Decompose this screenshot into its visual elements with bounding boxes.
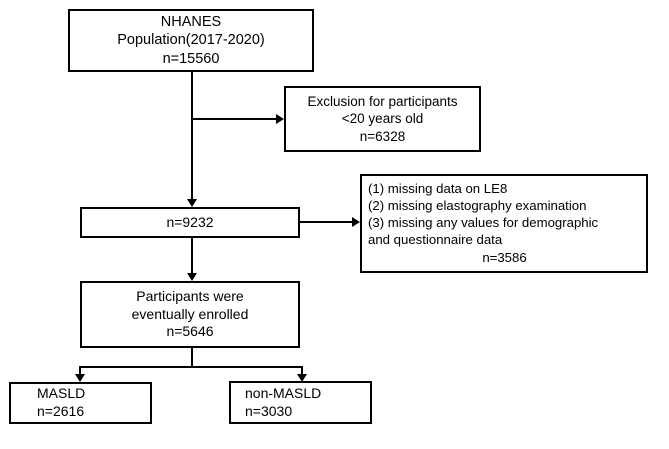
- connector-masld-arrowhead: [75, 374, 85, 382]
- non-masld-count: n=3030: [245, 402, 293, 419]
- enrolled-count: n=5646: [166, 323, 214, 340]
- node-group-masld: MASLD n=2616: [9, 382, 152, 424]
- node-participants-enrolled: Participants were eventually enrolled n=…: [80, 281, 300, 348]
- node-group-non-masld: non-MASLD n=3030: [229, 381, 372, 424]
- nhanes-count: n=15560: [162, 50, 220, 67]
- connector-to-exclusion-data: [300, 221, 352, 223]
- non-masld-label: non-MASLD: [245, 384, 322, 401]
- connector-to-exclusion-age: [191, 118, 276, 120]
- exclusion-age-count: n=6328: [359, 128, 406, 144]
- node-remaining-9232: n=9232: [80, 207, 300, 238]
- node-exclusion-missing-data: (1) missing data on LE8 (2) missing elas…: [360, 174, 648, 273]
- masld-label: MASLD: [37, 385, 86, 402]
- connector-non-masld-arrowhead: [297, 374, 307, 382]
- connector-masld-drop: [79, 366, 81, 374]
- exclusion-age-line-2: <20 years old: [341, 111, 424, 127]
- exclusion-data-count: n=3586: [482, 249, 527, 265]
- masld-count: n=2616: [37, 403, 85, 419]
- exclusion-data-item-3: (3) missing any values for demographic: [368, 215, 599, 231]
- exclusion-data-item-1: (1) missing data on LE8: [368, 181, 508, 196]
- exclusion-age-line-1: Exclusion for participants: [307, 94, 458, 110]
- enrolled-line-1: Participants were: [136, 287, 244, 304]
- connector-nhanes-trunk: [191, 72, 193, 199]
- connector-group-split-bar: [79, 366, 303, 368]
- connector-nhanes-trunk-arrowhead: [187, 199, 197, 207]
- enrolled-line-2: eventually enrolled: [131, 305, 249, 322]
- connector-non-masld-drop: [301, 366, 303, 374]
- nhanes-line-1: NHANES: [160, 13, 222, 30]
- connector-to-exclusion-data-arrowhead: [352, 217, 360, 227]
- remaining-count: n=9232: [166, 213, 214, 230]
- exclusion-data-item-3-cont: and questionnaire data: [368, 232, 503, 248]
- connector-enrolled-stem: [191, 348, 193, 367]
- node-nhanes-population: NHANES Population(2017-2020) n=15560: [68, 9, 314, 72]
- connector-remaining-to-enrolled-arrowhead: [187, 273, 197, 281]
- connector-to-exclusion-age-arrowhead: [276, 114, 284, 124]
- exclusion-data-item-2: (2) missing elastography examination: [368, 198, 587, 214]
- connector-remaining-to-enrolled: [191, 238, 193, 273]
- node-exclusion-under-20: Exclusion for participants <20 years old…: [284, 86, 481, 152]
- nhanes-line-2: Population(2017-2020): [117, 32, 265, 49]
